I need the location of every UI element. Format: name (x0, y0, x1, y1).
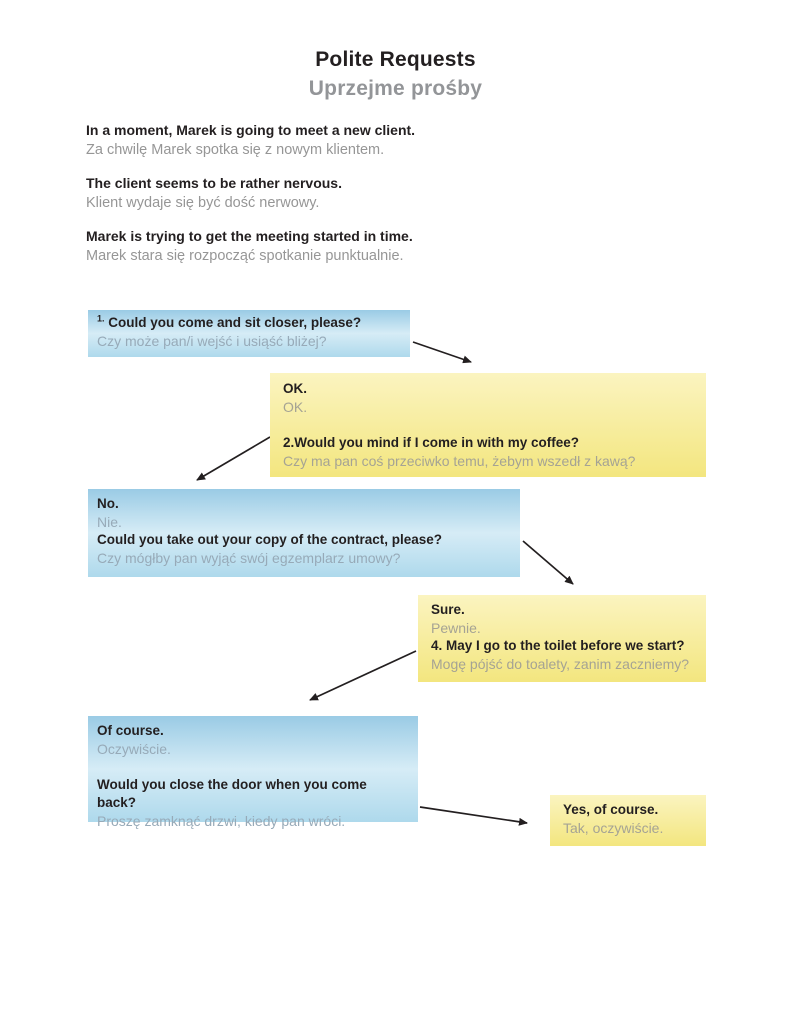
intro-en-line: In a moment, Marek is going to meet a ne… (86, 122, 416, 138)
dialog-box-marek-3: Of course. Oczywiście. Would you close t… (88, 716, 418, 829)
dialog-box-client-2: Sure. Pewnie. 4. May I go to the toilet … (418, 595, 706, 682)
title-block: Polite Requests Uprzejme prośby (0, 48, 791, 101)
dialog-pl-line: OK. (283, 399, 308, 415)
intro-en-line: The client seems to be rather nervous. (86, 175, 342, 191)
dialog-pl-line: Mogę pójść do toalety, zanim zaczniemy? (431, 656, 690, 672)
intro-paragraph: The client seems to be rather nervous. K… (86, 173, 646, 213)
arrow-4-icon (309, 650, 417, 701)
dialog-box-marek-1: 1. Could you come and sit closer, please… (88, 310, 410, 357)
dialog-box-marek-2: No. Nie. Could you take out your copy of… (88, 489, 520, 577)
dialog-en-line: Could you take out your copy of the cont… (97, 532, 443, 547)
intro-paragraph: Marek is trying to get the meeting start… (86, 226, 646, 266)
intro-pl-line: Marek stara się rozpocząć spotkanie punk… (86, 248, 404, 264)
dialog-pl-line: Nie. (97, 514, 122, 530)
dialog-pl-line: Czy mógłby pan wyjąć swój egzemplarz umo… (97, 550, 401, 566)
intro-paragraph: In a moment, Marek is going to meet a ne… (86, 120, 646, 160)
dialog-en-line: 1. Could you come and sit closer, please… (97, 313, 362, 330)
dialog-en-line: No. (97, 496, 119, 511)
blank-line (283, 416, 696, 434)
dialog-en-line: 4. May I go to the toilet before we star… (431, 638, 685, 653)
question-number: 1. (97, 313, 105, 324)
blank-line (97, 758, 408, 776)
dialog-box-client-1: OK. OK. 2.Would you mind if I come in wi… (270, 373, 706, 477)
page-subtitle: Uprzejme prośby (308, 77, 483, 100)
dialog-pl-line: Pewnie. (431, 620, 481, 636)
dialog-en-line: Sure. (431, 602, 465, 617)
dialog-en-line: Would you close the door when you come b… (97, 777, 367, 810)
arrow-1-icon (412, 341, 472, 364)
arrow-5-icon (419, 806, 528, 826)
dialog-pl-line: Tak, oczywiście. (563, 820, 664, 836)
dialog-box-client-3: Yes, of course. Tak, oczywiście. (550, 795, 706, 846)
intro-en-line: Marek is trying to get the meeting start… (86, 228, 413, 244)
dialog-en-line: Yes, of course. (563, 802, 659, 817)
intro-pl-line: Klient wydaje się być dość nerwowy. (86, 195, 320, 211)
arrow-2-icon (196, 436, 271, 481)
dialog-en-line: Of course. (97, 723, 164, 738)
intro-pl-line: Za chwilę Marek spotka się z nowym klien… (86, 142, 385, 158)
intro-section: In a moment, Marek is going to meet a ne… (86, 120, 646, 279)
dialog-en-line: OK. (283, 381, 308, 396)
dialog-en-line: 2.Would you mind if I come in with my co… (283, 435, 580, 450)
arrow-3-icon (522, 540, 574, 585)
dialog-pl-line: Czy może pan/i wejść i usiąść bliżej? (97, 333, 327, 349)
dialog-pl-line: Czy ma pan coś przeciwko temu, żebym wsz… (283, 453, 636, 469)
dialog-pl-line: Oczywiście. (97, 741, 171, 757)
page-title: Polite Requests (315, 48, 476, 71)
dialog-pl-line: Proszę zamknąć drzwi, kiedy pan wróci. (97, 813, 346, 829)
